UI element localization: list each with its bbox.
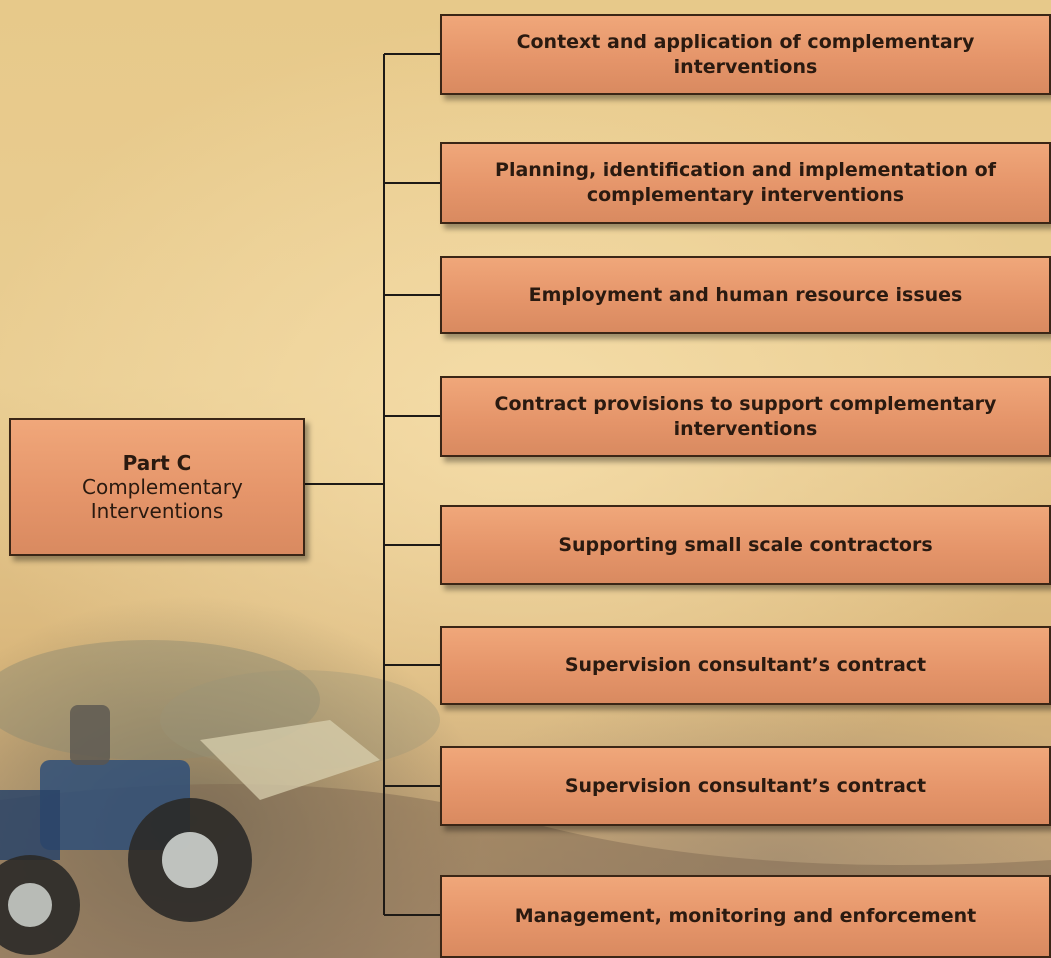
- item-node-supervision-contract-2: Supervision consultant’s contract: [440, 746, 1051, 826]
- item-node-label: Context and application of complementary…: [516, 30, 975, 78]
- root-node-part-c: Part C Complementary Interventions: [9, 418, 305, 556]
- item-node-label: Supporting small scale contractors: [558, 533, 933, 556]
- item-node-label: Planning, identification and implementat…: [495, 159, 996, 206]
- item-node-supervision-contract-1: Supervision consultant’s contract: [440, 626, 1051, 705]
- item-node-label: Supervision consultant’s contract: [564, 774, 927, 797]
- item-node-planning-identification: Planning, identification and implementat…: [440, 142, 1051, 224]
- item-node-label: Supervision consultant’s contract: [564, 654, 927, 676]
- item-node-context-application: Context and application of complementary…: [440, 14, 1051, 95]
- item-node-label: Contract provisions to support complemen…: [494, 392, 997, 440]
- item-node-small-scale-contractors: Supporting small scale contractors: [440, 505, 1051, 585]
- item-node-label: Management, monitoring and enforcement: [514, 905, 977, 927]
- root-node-subtitle: Complementary Interventions: [82, 475, 243, 523]
- item-node-label: Employment and human resource issues: [528, 283, 963, 306]
- item-node-employment-human-resources: Employment and human resource issues: [440, 256, 1051, 334]
- item-node-contract-provisions: Contract provisions to support complemen…: [440, 376, 1051, 457]
- item-node-management-monitoring: Management, monitoring and enforcement: [440, 875, 1051, 958]
- root-node-title: Part C: [122, 451, 192, 475]
